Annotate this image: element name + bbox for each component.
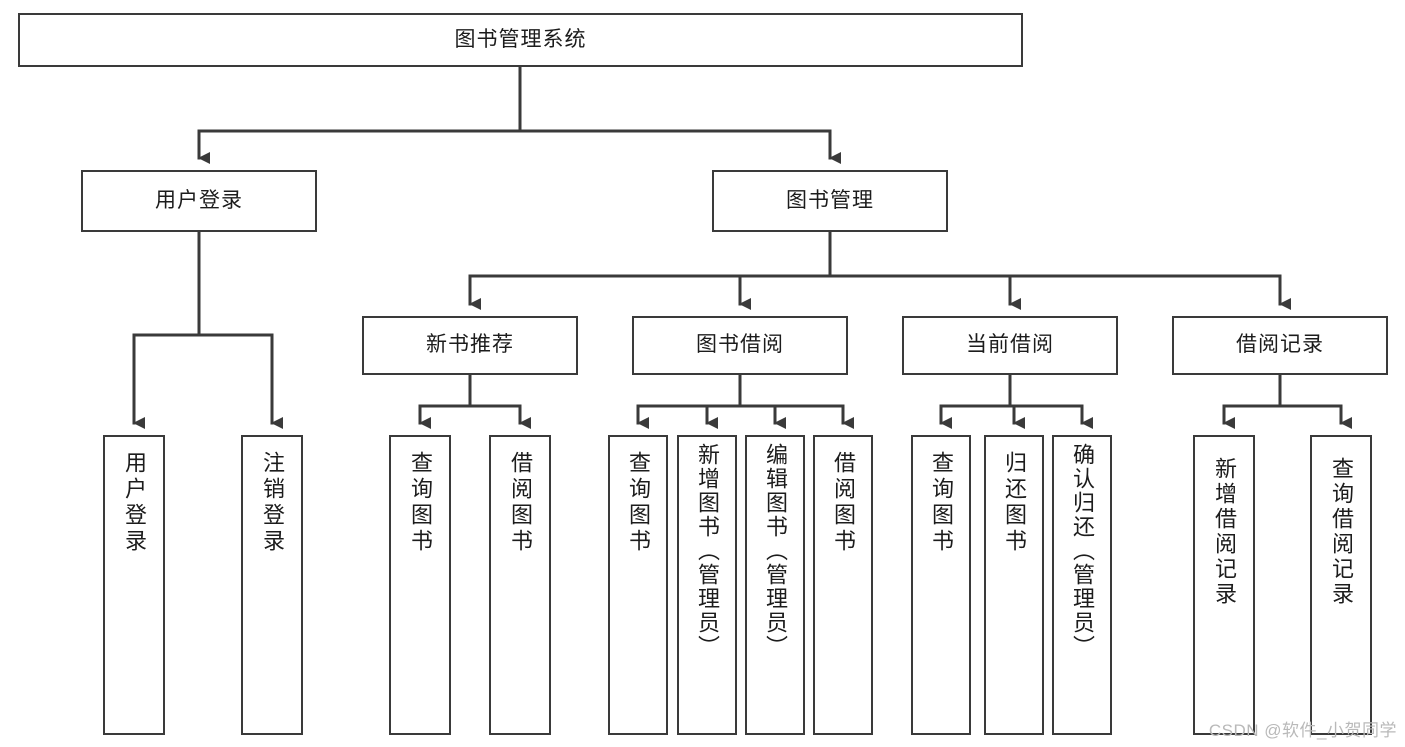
- node-leaf-query-record-label: 查询借阅记录: [1329, 457, 1354, 607]
- node-leaf-query-book-3[interactable]: 查询图书: [911, 435, 971, 735]
- node-root[interactable]: 图书管理系统: [18, 13, 1023, 67]
- node-leaf-edit-book-label: 编辑图书（管理员）: [763, 443, 788, 659]
- node-leaf-confirm-return-label: 确认归还（管理员）: [1070, 443, 1095, 659]
- node-user-login-label: 用户登录: [155, 188, 243, 212]
- node-leaf-borrow-book-2-label: 借阅图书: [831, 451, 856, 555]
- node-leaf-add-book[interactable]: 新增图书（管理员）: [677, 435, 737, 735]
- node-new-book-rec[interactable]: 新书推荐: [362, 316, 578, 375]
- node-leaf-query-book-1-label: 查询图书: [408, 451, 433, 555]
- node-book-borrow[interactable]: 图书借阅: [632, 316, 848, 375]
- node-user-login[interactable]: 用户登录: [81, 170, 317, 232]
- node-current-borrow-label: 当前借阅: [966, 333, 1054, 357]
- node-leaf-query-record[interactable]: 查询借阅记录: [1310, 435, 1372, 735]
- node-leaf-user-login-label: 用户登录: [122, 451, 147, 555]
- node-leaf-borrow-book-1[interactable]: 借阅图书: [489, 435, 551, 735]
- node-leaf-user-logout-label: 注销登录: [260, 451, 285, 555]
- node-leaf-add-record-label: 新增借阅记录: [1212, 457, 1237, 607]
- node-leaf-query-book-3-label: 查询图书: [929, 451, 954, 555]
- node-leaf-confirm-return[interactable]: 确认归还（管理员）: [1052, 435, 1112, 735]
- node-book-manage[interactable]: 图书管理: [712, 170, 948, 232]
- node-leaf-add-book-label: 新增图书（管理员）: [695, 443, 720, 659]
- node-leaf-borrow-book-1-label: 借阅图书: [508, 451, 533, 555]
- node-leaf-edit-book[interactable]: 编辑图书（管理员）: [745, 435, 805, 735]
- node-current-borrow[interactable]: 当前借阅: [902, 316, 1118, 375]
- node-leaf-query-book-2-label: 查询图书: [626, 451, 651, 555]
- node-book-manage-label: 图书管理: [786, 188, 874, 212]
- node-new-book-rec-label: 新书推荐: [426, 333, 514, 357]
- node-leaf-query-book-2[interactable]: 查询图书: [608, 435, 668, 735]
- node-leaf-user-login[interactable]: 用户登录: [103, 435, 165, 735]
- node-borrow-record-label: 借阅记录: [1236, 333, 1324, 357]
- node-leaf-return-book-label: 归还图书: [1002, 451, 1027, 555]
- node-book-borrow-label: 图书借阅: [696, 333, 784, 357]
- node-leaf-borrow-book-2[interactable]: 借阅图书: [813, 435, 873, 735]
- node-borrow-record[interactable]: 借阅记录: [1172, 316, 1388, 375]
- node-leaf-query-book-1[interactable]: 查询图书: [389, 435, 451, 735]
- node-leaf-user-logout[interactable]: 注销登录: [241, 435, 303, 735]
- node-leaf-add-record[interactable]: 新增借阅记录: [1193, 435, 1255, 735]
- node-leaf-return-book[interactable]: 归还图书: [984, 435, 1044, 735]
- node-root-label: 图书管理系统: [454, 27, 587, 51]
